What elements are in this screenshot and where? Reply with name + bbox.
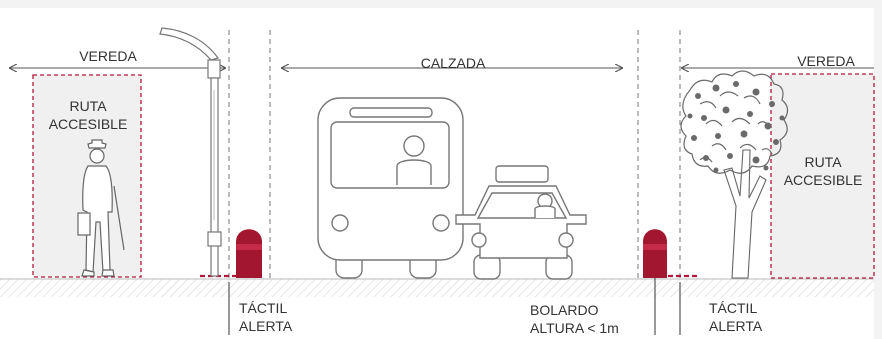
tree-icon bbox=[680, 70, 789, 279]
tactil-alerta-left-label-line2: ALERTA bbox=[239, 318, 293, 334]
bollard-left-icon bbox=[236, 229, 262, 278]
streetlight-icon bbox=[159, 27, 222, 277]
ruta-accesible-right-zone bbox=[770, 73, 875, 279]
bollard-right-icon bbox=[643, 229, 667, 278]
ruta-accesible-right-label-line2: ACCESIBLE bbox=[783, 172, 863, 188]
ground-strip bbox=[0, 279, 874, 297]
top-frame bbox=[0, 0, 882, 8]
bus-icon bbox=[317, 97, 464, 279]
ruta-accesible-right-label-line1: RUTA bbox=[804, 154, 842, 170]
vereda-right-label: VEREDA bbox=[797, 53, 855, 69]
ruta-accesible-left-label-line1: RUTA bbox=[69, 98, 107, 114]
tactil-alerta-left-label-line1: TÁCTIL bbox=[239, 300, 288, 316]
car-icon bbox=[455, 165, 587, 280]
pedestrian-icon bbox=[77, 139, 125, 277]
ruta-accesible-left-label-line2: ACCESIBLE bbox=[48, 116, 128, 132]
bolardo-label-line2: ALTURA < 1m bbox=[530, 320, 619, 336]
bolardo-label-line1: BOLARDO bbox=[530, 302, 599, 318]
tactil-alerta-right-label-line1: TÁCTIL bbox=[709, 300, 758, 316]
vereda-left-label: VEREDA bbox=[79, 48, 137, 64]
tactil-alerta-right-label-line2: ALERTA bbox=[709, 318, 763, 334]
calzada-label: CALZADA bbox=[420, 55, 486, 71]
right-frame bbox=[874, 0, 882, 339]
